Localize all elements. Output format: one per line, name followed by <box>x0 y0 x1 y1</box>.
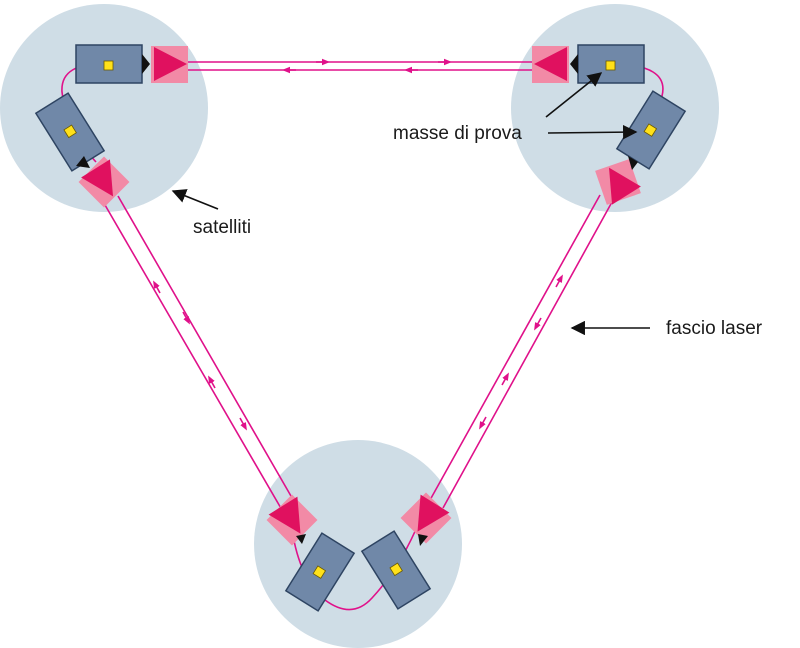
test-mass-cube <box>63 124 77 139</box>
prism-mount <box>418 534 428 546</box>
test-mass-cube <box>103 60 114 71</box>
prism <box>268 496 301 534</box>
prism <box>608 167 641 205</box>
prism-mount <box>628 156 638 170</box>
test-mass-cube <box>312 565 327 579</box>
laser-beam-left-a <box>104 204 283 511</box>
test-mass-cube <box>643 123 658 137</box>
beam-arrow <box>239 417 247 431</box>
pointer-arrow-test-mass-top <box>545 72 603 118</box>
satellite-top-left-optics <box>34 44 188 208</box>
prism-mount <box>142 54 150 74</box>
laser-beam-right-b <box>442 201 613 509</box>
label-test-masses: masse di prova <box>393 123 522 144</box>
beam-arrow <box>182 311 190 325</box>
beam-arrow <box>208 375 216 389</box>
test-mass-cube <box>389 562 403 577</box>
beam-arrow <box>555 274 563 288</box>
satellite-top-right-optics <box>532 44 687 205</box>
prism <box>534 47 567 81</box>
test-mass-cube <box>605 60 616 71</box>
pointer-arrow-test-mass-right <box>547 124 638 140</box>
prism-mount <box>76 156 90 168</box>
beam-arrow <box>479 416 487 430</box>
beam-direction-arrows <box>153 58 563 431</box>
prism <box>154 47 187 81</box>
pointer-arrow-satellites <box>171 189 219 210</box>
beam-arrow <box>153 280 161 294</box>
label-laser-beam: fascio laser <box>666 318 763 339</box>
label-satellites: satelliti <box>193 217 251 238</box>
satellite-disc-bottom <box>254 440 462 648</box>
pointer-arrows <box>171 72 650 336</box>
beam-arrow <box>534 317 542 331</box>
prism <box>417 494 450 532</box>
beam-arrow <box>501 372 509 386</box>
laser-beam-left-b <box>117 195 296 504</box>
laser-beam-right-a <box>429 194 601 501</box>
prism-mount <box>296 534 306 544</box>
prism <box>81 159 114 197</box>
prism-mount <box>570 54 578 74</box>
